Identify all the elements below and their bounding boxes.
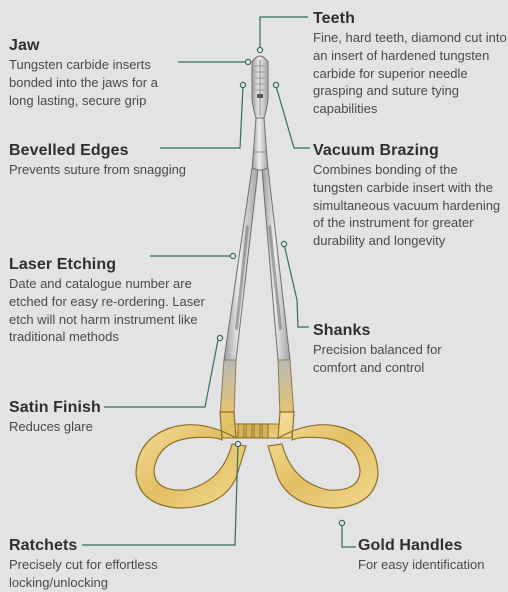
right-shank [262, 168, 290, 360]
left-shank [224, 168, 258, 360]
vacuum-brazing-title: Vacuum Brazing [313, 141, 505, 160]
callout-gold-handles: Gold Handles For easy identification [358, 536, 508, 574]
leader-teeth [260, 17, 308, 50]
shanks-title: Shanks [313, 321, 478, 340]
callout-laser-etching: Laser Etching Date and catalogue number … [9, 255, 224, 346]
dot-teeth [257, 47, 262, 52]
left-shank-gold [220, 360, 236, 416]
ratchets-description: Precisely cut for effortless locking/unl… [9, 556, 199, 592]
gold-handles-description: For easy identification [358, 556, 508, 574]
callout-bevelled-edges: Bevelled Edges Prevents suture from snag… [9, 141, 244, 179]
dot-gold [339, 520, 344, 525]
teeth-title: Teeth [313, 9, 508, 28]
callout-shanks: Shanks Precision balanced for comfort an… [313, 321, 478, 377]
shanks-description: Precision balanced for comfort and contr… [313, 341, 478, 377]
dot-vacuum [273, 82, 278, 87]
dot-shanks [281, 241, 286, 246]
teeth-description: Fine, hard teeth, diamond cut into an in… [313, 29, 508, 118]
bevelled-edges-description: Prevents suture from snagging [9, 161, 244, 179]
dot-jaw [245, 59, 250, 64]
callout-jaw: Jaw Tungsten carbide inserts bonded into… [9, 36, 184, 109]
leader-vacuum [276, 86, 310, 148]
dot-ratchets [235, 441, 240, 446]
dot-bevelled [240, 82, 245, 87]
dot-laser [230, 253, 235, 258]
leader-shanks [284, 244, 309, 327]
right-shank-gold [278, 360, 294, 416]
jaw-title: Jaw [9, 36, 184, 55]
left-handle-ring [136, 412, 246, 508]
jaw-tip [252, 56, 268, 118]
satin-finish-title: Satin Finish [9, 398, 119, 417]
leader-gold [342, 524, 356, 547]
callout-vacuum-brazing: Vacuum Brazing Combines bonding of the t… [313, 141, 505, 250]
right-handle-ring [268, 412, 378, 508]
bevelled-edges-title: Bevelled Edges [9, 141, 244, 160]
jaw-description: Tungsten carbide inserts bonded into the… [9, 56, 184, 109]
callout-satin-finish: Satin Finish Reduces glare [9, 398, 119, 436]
callout-ratchets: Ratchets Precisely cut for effortless lo… [9, 536, 199, 592]
ratchets-title: Ratchets [9, 536, 199, 555]
gold-handles-title: Gold Handles [358, 536, 508, 555]
laser-etching-title: Laser Etching [9, 255, 224, 274]
leader-satin [104, 340, 218, 407]
satin-finish-description: Reduces glare [9, 418, 119, 436]
vacuum-brazing-description: Combines bonding of the tungsten carbide… [313, 161, 505, 250]
callout-teeth: Teeth Fine, hard teeth, diamond cut into… [313, 9, 508, 118]
laser-etching-description: Date and catalogue number are etched for… [9, 275, 224, 346]
box-joint [252, 118, 268, 170]
